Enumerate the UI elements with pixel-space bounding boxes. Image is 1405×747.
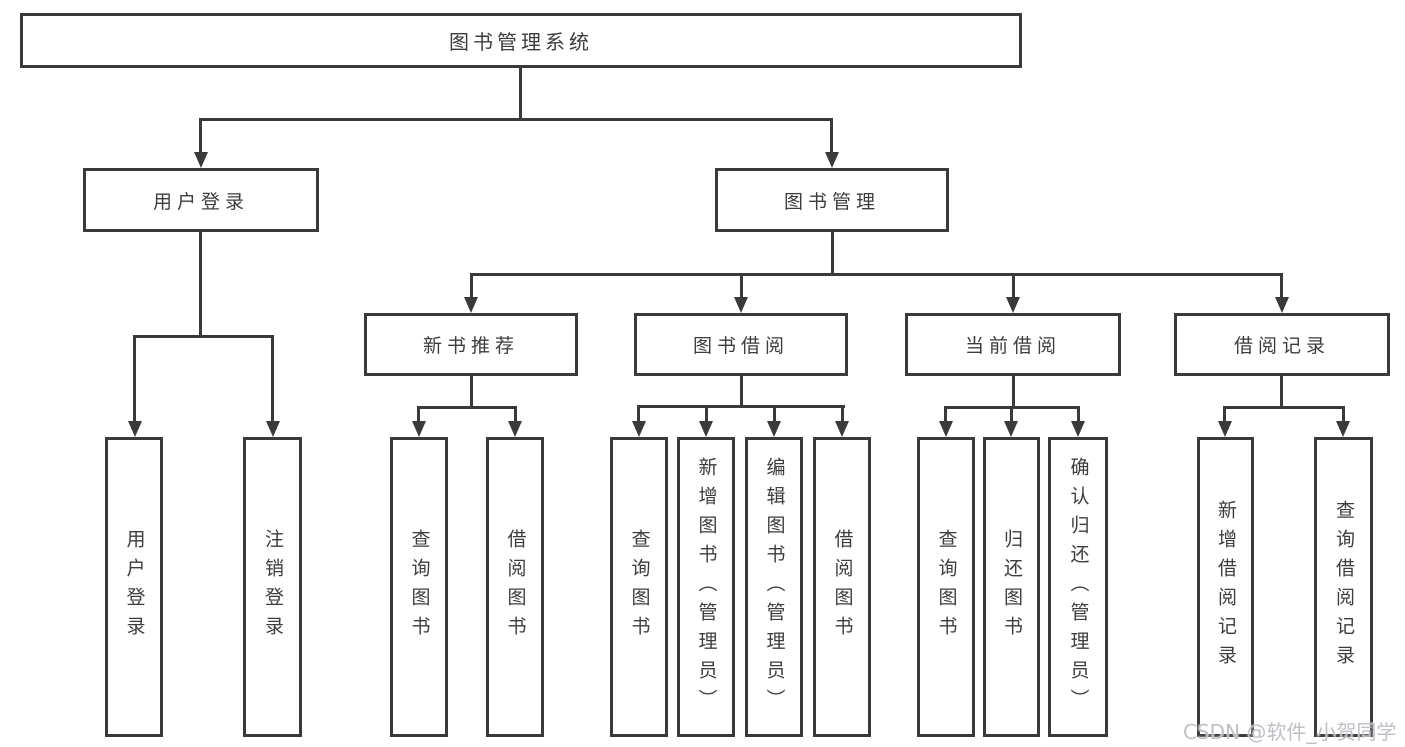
leaf-query-borrow-record-label: 查询借阅记录 xyxy=(1333,500,1355,674)
leaf-add-book-admin-label: 新增图书（管理员） xyxy=(695,456,718,718)
leaf-logout-label: 注销登录 xyxy=(262,529,284,645)
leaf-confirm-return-admin-label: 确认归还（管理员） xyxy=(1067,456,1090,718)
leaf-query-books-current: 查询图书 xyxy=(917,437,975,737)
csdn-watermark: CSDN @软件_小贺同学 xyxy=(1183,720,1397,744)
node-user-login-label: 用户登录 xyxy=(152,190,249,213)
leaf-borrow-books-recommend-label: 借阅图书 xyxy=(504,529,527,645)
connector-current-borrow-stem xyxy=(1012,376,1015,406)
connector-root-hbar xyxy=(199,118,833,121)
leaf-user-login-label: 用户登录 xyxy=(123,529,146,645)
leaf-return-book: 归还图书 xyxy=(983,437,1040,737)
arrow-to-new-book-recommend-icon xyxy=(464,297,478,313)
leaf-borrow-books: 借阅图书 xyxy=(813,437,871,737)
connector-to-book-management-stem xyxy=(830,118,833,152)
node-book-borrow-label: 图书借阅 xyxy=(692,335,789,357)
arrow-to-leaf-borrow-books-icon xyxy=(835,421,849,437)
connector-to-leaf-confirm-return-stem xyxy=(1077,406,1080,421)
node-book-management: 图书管理 xyxy=(715,168,949,232)
leaf-add-book-admin: 新增图书（管理员） xyxy=(677,437,735,737)
connector-to-leaf-add-book-stem xyxy=(705,405,708,421)
connector-to-borrow-records-stem xyxy=(1280,273,1283,297)
node-user-login: 用户登录 xyxy=(83,168,319,232)
connector-book-management-hbar xyxy=(470,273,1283,276)
node-root-label: 图书管理系统 xyxy=(449,30,593,54)
connector-to-leaf-borrow-books-stem xyxy=(841,405,844,421)
connector-to-book-borrow-stem xyxy=(740,273,743,297)
connector-to-leaf-add-record-stem xyxy=(1223,406,1226,421)
arrow-to-current-borrow-icon xyxy=(1006,297,1020,313)
connector-user-login-hbar xyxy=(133,335,274,338)
connector-to-leaf-logout-stem xyxy=(271,335,274,421)
leaf-logout: 注销登录 xyxy=(243,437,302,737)
connector-new-book-recommend-stem xyxy=(470,376,473,406)
leaf-edit-book-admin: 编辑图书（管理员） xyxy=(745,437,803,737)
leaf-query-books-current-label: 查询图书 xyxy=(935,529,958,645)
leaf-borrow-books-recommend: 借阅图书 xyxy=(486,437,544,737)
arrow-to-leaf-add-record-icon xyxy=(1218,421,1232,437)
connector-user-login-stem xyxy=(199,232,202,335)
connector-borrow-records-stem xyxy=(1280,376,1283,406)
node-borrow-records: 借阅记录 xyxy=(1174,313,1390,376)
connector-book-management-stem xyxy=(831,232,834,273)
connector-to-leaf-query-recommend-stem xyxy=(417,406,420,421)
connector-book-borrow-hbar xyxy=(637,405,845,408)
node-borrow-records-label: 借阅记录 xyxy=(1233,335,1330,357)
node-book-management-label: 图书管理 xyxy=(783,190,880,213)
connector-to-leaf-return-book-stem xyxy=(1010,406,1013,421)
connector-to-leaf-query-current-stem xyxy=(944,406,947,421)
arrow-to-leaf-query-borrow-icon xyxy=(632,421,646,437)
arrow-to-leaf-user-login-icon xyxy=(128,421,142,437)
arrow-to-user-login-icon xyxy=(194,152,208,168)
leaf-add-borrow-record-label: 新增借阅记录 xyxy=(1215,500,1237,674)
connector-root-stem xyxy=(519,68,522,118)
arrow-to-leaf-borrow-recommend-icon xyxy=(508,421,522,437)
arrow-to-leaf-logout-icon xyxy=(266,421,280,437)
connector-new-book-recommend-hbar xyxy=(417,406,517,409)
connector-to-leaf-edit-book-stem xyxy=(773,405,776,421)
arrow-to-leaf-confirm-return-icon xyxy=(1071,421,1085,437)
arrow-to-book-management-icon xyxy=(825,152,839,168)
leaf-user-login: 用户登录 xyxy=(105,437,163,737)
arrow-to-book-borrow-icon xyxy=(734,297,748,313)
leaf-confirm-return-admin: 确认归还（管理员） xyxy=(1048,437,1108,737)
leaf-query-books-recommend-label: 查询图书 xyxy=(408,529,431,645)
leaf-return-book-label: 归还图书 xyxy=(1001,529,1023,645)
arrow-to-leaf-add-book-icon xyxy=(699,421,713,437)
connector-to-leaf-borrow-recommend-stem xyxy=(514,406,517,421)
connector-to-new-book-recommend-stem xyxy=(470,273,473,297)
leaf-query-books-borrow-label: 查询图书 xyxy=(628,529,651,645)
leaf-borrow-books-label: 借阅图书 xyxy=(831,529,854,645)
node-book-borrow: 图书借阅 xyxy=(634,313,848,376)
arrow-to-leaf-query-recommend-icon xyxy=(412,421,426,437)
connector-borrow-records-hbar xyxy=(1223,406,1345,409)
node-current-borrow-label: 当前借阅 xyxy=(964,335,1061,357)
arrow-to-leaf-return-book-icon xyxy=(1004,421,1018,437)
leaf-query-books-borrow: 查询图书 xyxy=(610,437,668,737)
arrow-to-leaf-edit-book-icon xyxy=(767,421,781,437)
arrow-to-borrow-records-icon xyxy=(1275,297,1289,313)
leaf-query-books-recommend: 查询图书 xyxy=(390,437,448,737)
leaf-edit-book-admin-label: 编辑图书（管理员） xyxy=(763,456,786,718)
node-new-book-recommend: 新书推荐 xyxy=(364,313,578,376)
node-new-book-recommend-label: 新书推荐 xyxy=(422,335,519,357)
node-current-borrow: 当前借阅 xyxy=(905,313,1121,376)
connector-to-leaf-query-record-stem xyxy=(1342,406,1345,421)
connector-to-user-login-stem xyxy=(199,118,202,152)
connector-to-leaf-user-login-stem xyxy=(133,335,136,421)
leaf-add-borrow-record: 新增借阅记录 xyxy=(1197,437,1254,737)
arrow-to-leaf-query-record-icon xyxy=(1336,421,1350,437)
leaf-query-borrow-record: 查询借阅记录 xyxy=(1314,437,1373,737)
connector-to-current-borrow-stem xyxy=(1012,273,1015,297)
arrow-to-leaf-query-current-icon xyxy=(939,421,953,437)
connector-to-leaf-query-borrow-stem xyxy=(637,405,640,421)
connector-book-borrow-stem xyxy=(740,376,743,405)
node-root: 图书管理系统 xyxy=(20,13,1022,68)
